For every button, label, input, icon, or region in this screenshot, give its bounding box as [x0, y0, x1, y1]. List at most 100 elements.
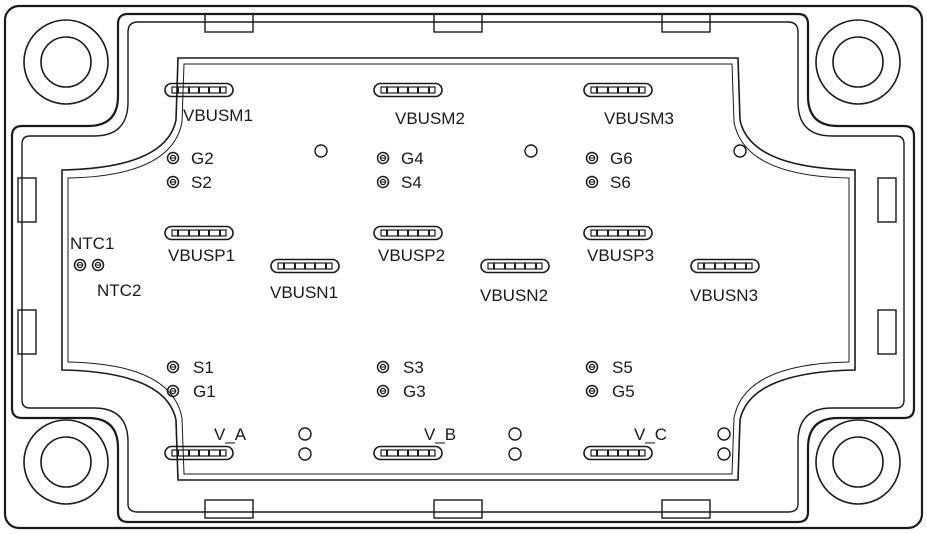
- pin-ring: [166, 360, 180, 374]
- terminal-v-b: [373, 445, 443, 461]
- terminal-vbusn2: [480, 258, 550, 274]
- pin-ring: [166, 384, 180, 398]
- label-g3: G3: [403, 382, 426, 401]
- label-v-a: V_A: [214, 425, 247, 444]
- pin-ring: [585, 384, 599, 398]
- locating-hole: [717, 427, 731, 441]
- terminal-vbusp2: [373, 225, 443, 241]
- label-g1: G1: [193, 382, 216, 401]
- pin-s1: [166, 360, 180, 374]
- pin-ring: [73, 258, 87, 272]
- label-s6: S6: [610, 173, 631, 192]
- housing-outline-inner: [21, 21, 905, 513]
- pin-ring: [166, 151, 180, 165]
- pin-s5: [585, 360, 599, 374]
- label-s3: S3: [403, 358, 424, 377]
- pin-g1: [166, 384, 180, 398]
- pin-ring: [585, 360, 599, 374]
- terminal-body: [373, 82, 443, 98]
- pin-ring: [376, 151, 390, 165]
- pin-g3: [376, 384, 390, 398]
- label-vbusn3: VBUSN3: [690, 286, 758, 305]
- terminal-body: [373, 445, 443, 461]
- label-v-b: V_B: [424, 425, 456, 444]
- locating-hole: [508, 447, 522, 461]
- snap-tab-top-right: [661, 13, 711, 33]
- label-vbusp3: VBUSP3: [587, 246, 654, 265]
- pin-ring: [376, 175, 390, 189]
- terminal-body: [583, 82, 653, 98]
- terminal-vbusm2: [373, 82, 443, 98]
- pin-g5: [585, 384, 599, 398]
- pin-s6: [585, 175, 599, 189]
- pin-g6: [585, 151, 599, 165]
- terminal-body: [583, 445, 653, 461]
- label-vbusp2: VBUSP2: [378, 246, 445, 265]
- pin-ring: [585, 151, 599, 165]
- locating-hole: [298, 447, 312, 461]
- pin-g2: [166, 151, 180, 165]
- terminal-vbusp3: [583, 225, 653, 241]
- snap-tab-bottom-center: [433, 499, 483, 519]
- locating-hole: [717, 447, 731, 461]
- pin-ntc1: [73, 258, 87, 272]
- label-vbusm2: VBUSM2: [395, 109, 465, 128]
- outer-frame: [3, 4, 924, 530]
- terminal-body: [270, 258, 340, 274]
- label-s5: S5: [612, 358, 633, 377]
- mounting-hole-top-left: [23, 19, 109, 105]
- pin-ntc2: [91, 258, 105, 272]
- mounting-hole-bottom-left: [23, 419, 109, 505]
- label-vbusn2: VBUSN2: [480, 286, 548, 305]
- snap-tab-right-upper: [877, 177, 897, 223]
- terminal-vbusn3: [690, 258, 760, 274]
- housing-outline-outer: [10, 12, 916, 524]
- label-vbusm1: VBUSM1: [183, 106, 253, 125]
- terminal-vbusm3: [583, 82, 653, 98]
- inner-frame-outline-secondary: [67, 63, 850, 475]
- inner-frame-outline: [61, 57, 856, 481]
- terminal-body: [164, 82, 234, 98]
- terminal-body: [583, 225, 653, 241]
- pin-s4: [376, 175, 390, 189]
- pin-ring: [91, 258, 105, 272]
- snap-tab-bottom-right: [661, 499, 711, 519]
- snap-tab-top-center: [433, 13, 483, 33]
- label-s1: S1: [193, 358, 214, 377]
- locating-hole: [524, 144, 538, 158]
- label-g5: G5: [612, 382, 635, 401]
- pin-ring: [585, 175, 599, 189]
- terminal-vbusm1: [164, 82, 234, 98]
- mounting-hole-top-right: [815, 19, 901, 105]
- label-vbusm3: VBUSM3: [604, 109, 674, 128]
- label-ntc2: NTC2: [97, 281, 141, 300]
- label-ntc1: NTC1: [70, 234, 114, 253]
- label-v-c: V_C: [634, 425, 667, 444]
- label-g2: G2: [191, 149, 214, 168]
- locating-hole: [298, 427, 312, 441]
- terminal-vbusp1: [164, 225, 234, 241]
- snap-tab-top-left: [204, 13, 254, 33]
- locating-hole: [508, 427, 522, 441]
- label-g4: G4: [401, 149, 424, 168]
- terminal-vbusn1: [270, 258, 340, 274]
- pin-s2: [166, 175, 180, 189]
- terminal-body: [480, 258, 550, 274]
- terminal-body: [373, 225, 443, 241]
- pin-s3: [376, 360, 390, 374]
- snap-tab-right-lower: [877, 309, 897, 355]
- terminal-v-a: [164, 445, 234, 461]
- pin-g4: [376, 151, 390, 165]
- terminal-body: [164, 225, 234, 241]
- mounting-hole-bottom-right: [815, 419, 901, 505]
- snap-tab-left-lower: [17, 309, 37, 355]
- label-g6: G6: [610, 149, 633, 168]
- snap-tab-left-upper: [17, 177, 37, 223]
- label-vbusn1: VBUSN1: [270, 283, 338, 302]
- snap-tab-bottom-left: [204, 499, 254, 519]
- locating-hole: [314, 144, 328, 158]
- locating-hole: [733, 144, 747, 158]
- terminal-v-c: [583, 445, 653, 461]
- label-s2: S2: [191, 173, 212, 192]
